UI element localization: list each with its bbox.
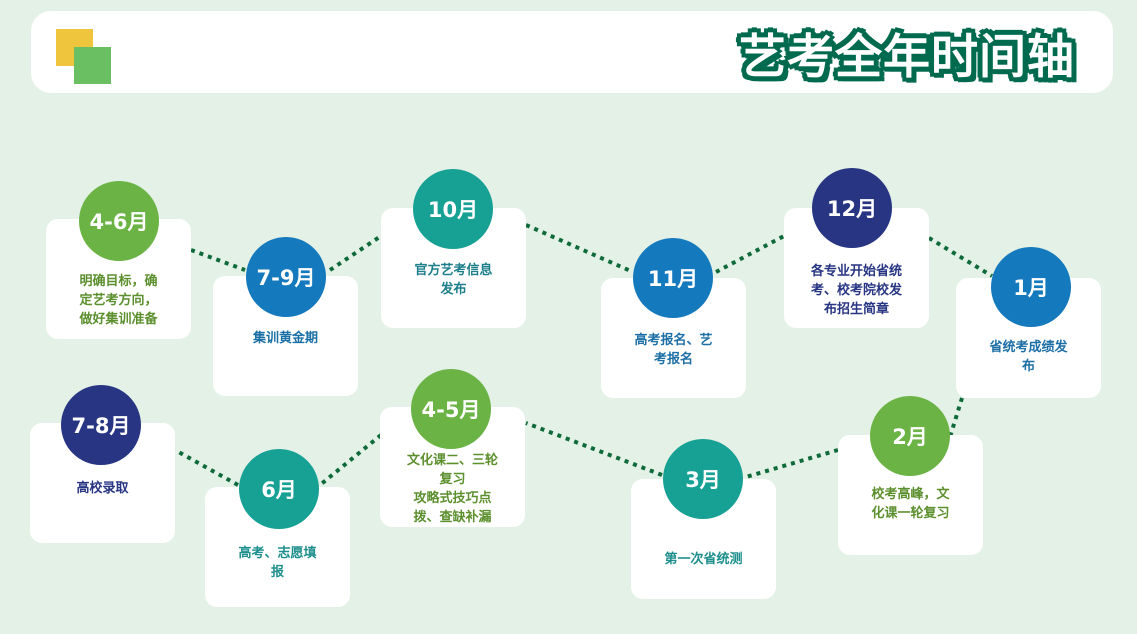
timeline-description: 集训黄金期 [252,331,318,346]
logo-green-square [74,47,111,84]
connector [948,397,964,438]
month-badge: 7-9月 [246,237,326,317]
month-badge: 7-8月 [61,385,141,465]
connector [525,421,663,477]
month-badge: 6月 [239,449,319,529]
timeline-description: 各专业开始省统 考、校考院校发 布招生简章 [810,264,902,317]
month-badge: 3月 [663,439,743,519]
timeline-description: 高考报名、艺 考报名 [634,333,713,367]
connector [190,248,246,272]
connector [174,448,239,487]
month-badge: 11月 [633,238,713,318]
month-badge: 4-5月 [411,369,491,449]
connector [745,448,839,479]
month-badge: 1月 [991,247,1071,327]
page-title: 艺考全年时间轴 [739,30,1075,85]
timeline-description: 省统考成绩发 布 [989,340,1068,374]
month-badge: 10月 [413,169,493,249]
timeline-description: 校考高峰，文 化课一轮复习 [871,487,950,521]
month-badge: 12月 [812,168,892,248]
connector [318,433,383,487]
connector [927,236,994,278]
timeline-description: 文化课二、三轮 复习 攻略式技巧点 拨、查缺补漏 [406,453,498,525]
timeline-description: 高校录取 [76,481,129,496]
connector [525,223,634,274]
connector [328,234,383,272]
header-bar [31,11,1113,93]
timeline-description: 高考、志愿填 报 [238,546,317,580]
timeline-description: 第一次省统测 [664,552,743,567]
month-badge: 4-6月 [79,181,159,261]
timeline-description: 明确目标，确 定艺考方向， 做好集训准备 [79,274,158,327]
timeline-description: 官方艺考信息 发布 [414,263,493,297]
connector [715,234,785,274]
month-badge: 2月 [870,396,950,476]
